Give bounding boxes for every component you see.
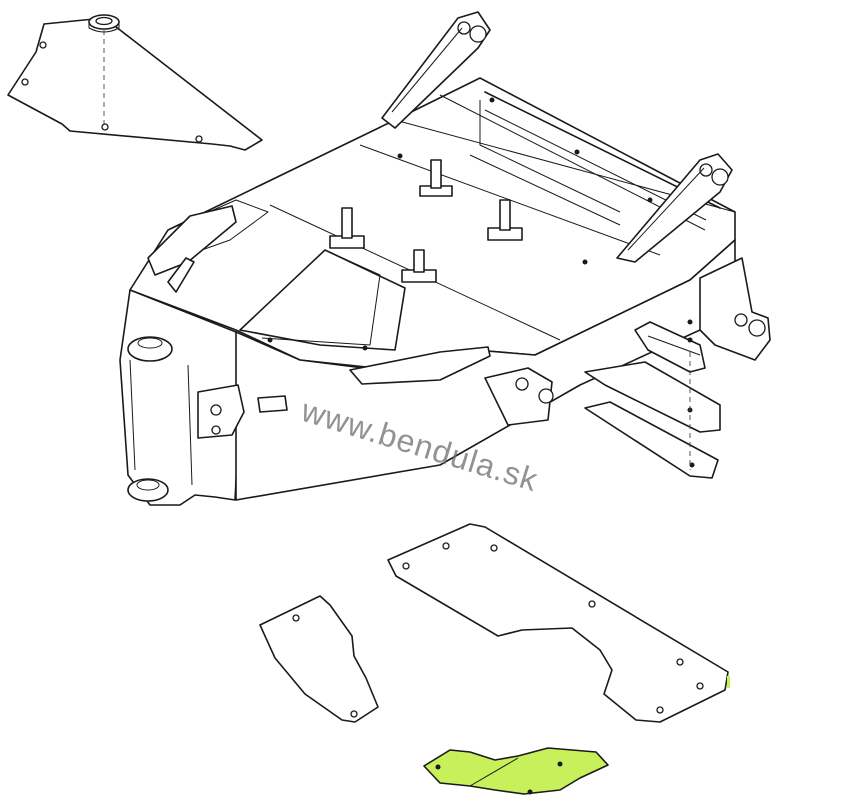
- main-frame: [119, 11, 736, 506]
- top-left-cover-plate: [7, 17, 263, 151]
- right-strip-plate: [584, 352, 721, 479]
- right-side-plate: [634, 257, 771, 373]
- washer: [88, 14, 120, 33]
- stud: [487, 199, 523, 241]
- large-bottom-cover: [387, 523, 729, 723]
- highlighted-bottom-plate[interactable]: [423, 747, 609, 795]
- stud: [401, 249, 437, 283]
- stud: [329, 207, 365, 249]
- small-bottom-cover: [259, 595, 379, 723]
- stud: [419, 159, 453, 197]
